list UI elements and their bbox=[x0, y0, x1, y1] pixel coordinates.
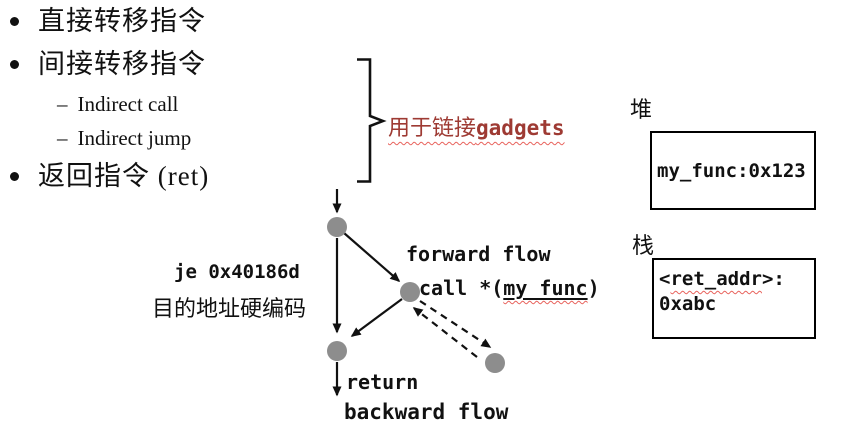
call-prefix: call *( bbox=[419, 276, 504, 300]
heap-label: 堆 bbox=[630, 98, 653, 123]
bullet-item-label: 直接转移指令 bbox=[38, 6, 206, 36]
basic-block-node-top bbox=[327, 217, 347, 237]
dash-icon: – bbox=[57, 126, 68, 150]
annotation-gadgets: 用于链接gadgets bbox=[388, 110, 565, 142]
bullet-item-indirect-transfer: 间接转移指令 bbox=[10, 49, 206, 80]
bullet-dot-icon bbox=[10, 172, 19, 181]
bullet-item-return-instruction: 返回指令 (ret) bbox=[10, 161, 209, 192]
backward-flow-label: backward flow bbox=[344, 400, 509, 424]
edge-indirect-call-dashed bbox=[419, 300, 492, 348]
bullet-item-label: 返回指令 (ret) bbox=[38, 161, 210, 191]
heap-box: my_func:0x123 bbox=[650, 131, 816, 210]
annotation-en-text: gadgets bbox=[476, 116, 565, 140]
bullet-subitem-label: Indirect call bbox=[77, 92, 179, 116]
dash-icon: – bbox=[57, 92, 68, 116]
bullet-dot-icon bbox=[10, 60, 19, 69]
bullet-item-direct-transfer: 直接转移指令 bbox=[10, 6, 206, 37]
jump-note-label: 目的地址硬编码 bbox=[152, 297, 307, 322]
call-instruction-label: call *(my_func) bbox=[419, 276, 600, 300]
edge-merge bbox=[350, 298, 403, 337]
right-brace-shape bbox=[357, 58, 387, 183]
call-suffix: ) bbox=[587, 276, 600, 300]
call-func-name: my_func bbox=[503, 276, 588, 300]
edge-branch-taken bbox=[343, 232, 401, 282]
ret-addr-prefix: < bbox=[659, 268, 671, 290]
edge-return-dashed bbox=[412, 307, 478, 358]
bullet-subitem-indirect-jump: – Indirect jump bbox=[57, 126, 191, 150]
basic-block-node-callee bbox=[485, 353, 505, 373]
stack-value-line2: 0xabc bbox=[659, 293, 717, 315]
bullet-subitem-indirect-call: – Indirect call bbox=[57, 92, 178, 116]
basic-block-node-merge bbox=[327, 341, 347, 361]
ret-addr-suffix: >: bbox=[761, 268, 785, 290]
bullet-subitem-label: Indirect jump bbox=[77, 126, 192, 150]
stack-value-line1: <ret_addr>: bbox=[659, 267, 814, 292]
stack-box: <ret_addr>: 0xabc bbox=[652, 258, 816, 339]
stack-label: 栈 bbox=[632, 234, 655, 259]
heap-value: my_func:0x123 bbox=[657, 159, 806, 182]
ret-addr-name: ret_addr bbox=[670, 268, 762, 290]
return-label: return bbox=[346, 370, 419, 394]
bullet-item-label: 间接转移指令 bbox=[38, 49, 206, 79]
forward-flow-label: forward flow bbox=[406, 242, 551, 266]
jump-instruction-label: je 0x40186d bbox=[174, 261, 300, 283]
basic-block-node-call bbox=[400, 282, 420, 302]
bullet-dot-icon bbox=[10, 17, 19, 26]
annotation-zh-text: 用于链接 bbox=[388, 116, 477, 141]
